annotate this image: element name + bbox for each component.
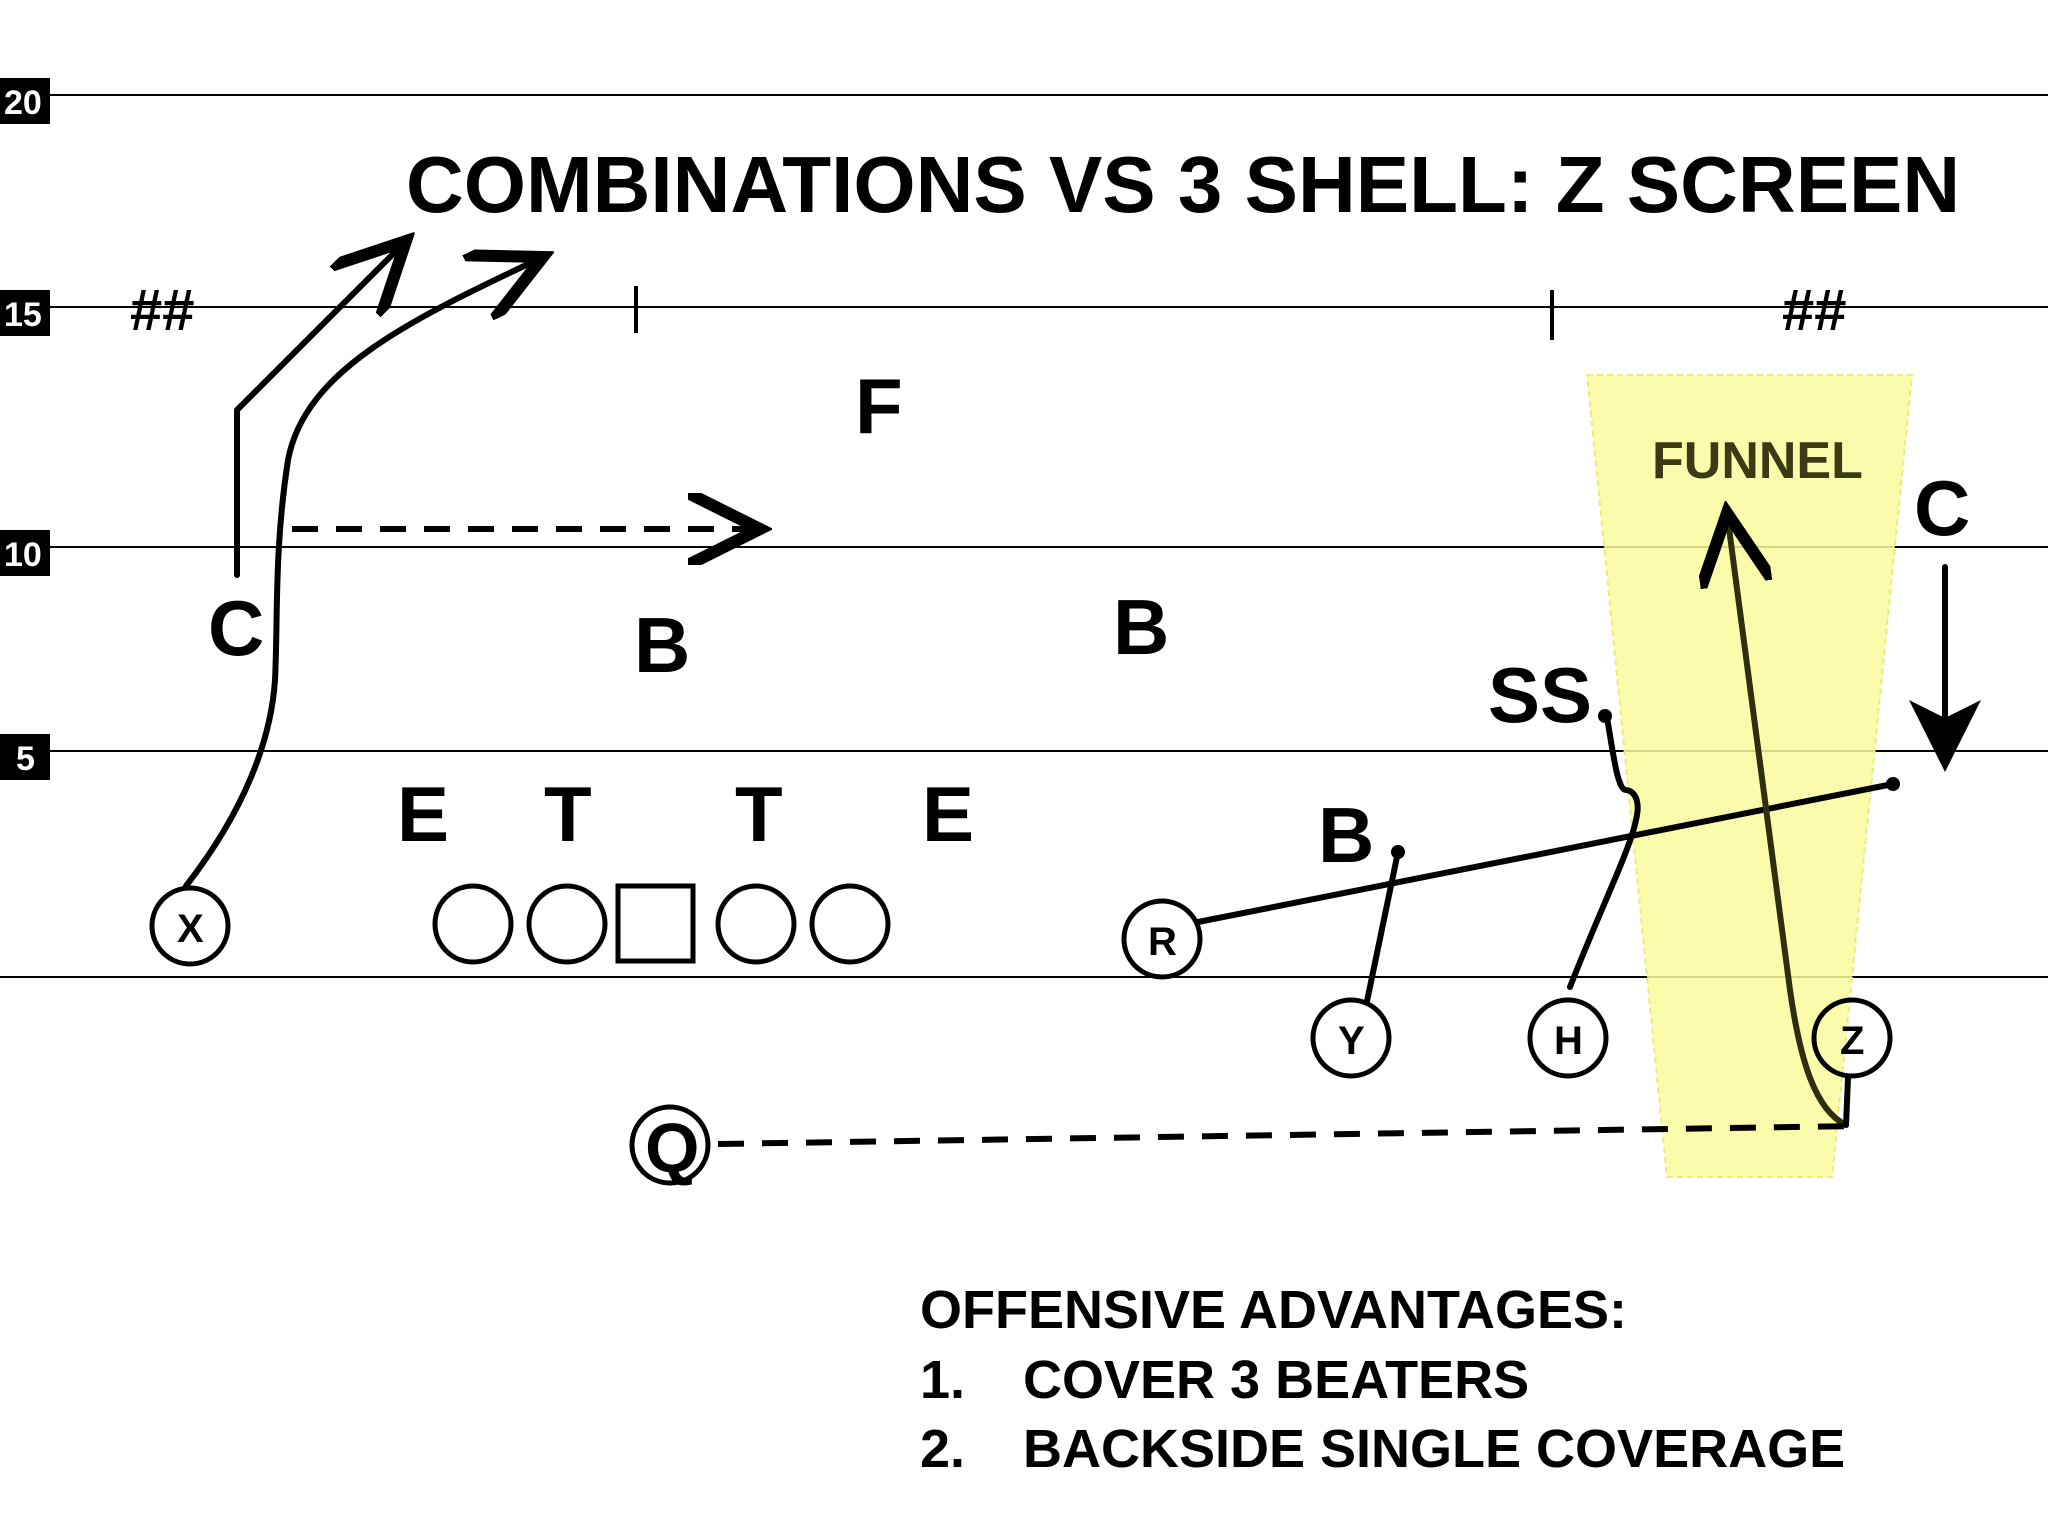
yard-label-15: 15 [4, 296, 42, 334]
ol-right-tackle [809, 883, 891, 965]
y-receiver-route [1363, 849, 1401, 1009]
h-route-end-dot [1598, 709, 1612, 723]
player-q-label: Q [645, 1109, 699, 1187]
z-receiver-route [1727, 513, 1849, 1128]
defender-strong-safety: SS [1488, 651, 1592, 739]
diagram-title: COMBINATIONS VS 3 SHELL: Z SCREEN [406, 140, 1960, 229]
player-r-circle [1121, 898, 1203, 980]
defender-tackle-left: T [544, 770, 592, 858]
yard-label-box-5 [0, 734, 50, 780]
defender-tackle-right: T [735, 770, 783, 858]
r-receiver-route [1195, 781, 1896, 925]
notes-item-1-number: 1. [920, 1350, 965, 1410]
player-x-circle [149, 885, 231, 967]
routes [183, 241, 1981, 1147]
skill-players: X R Y H Z Q [149, 885, 1893, 1187]
y-route-end-dot [1391, 845, 1405, 859]
notes-item-2-text: BACKSIDE SINGLE COVERAGE [1023, 1419, 1845, 1479]
notes-item-1-text: COVER 3 BEATERS [1023, 1350, 1529, 1410]
notes-item-2-number: 2. [920, 1419, 965, 1479]
hash-label-left: ## [130, 278, 195, 343]
player-h-label: H [1554, 1019, 1583, 1063]
player-q-circle [629, 1104, 711, 1186]
notes-heading: OFFENSIVE ADVANTAGES: [920, 1280, 1627, 1340]
defender-end-left: E [397, 770, 449, 858]
yard-label-box-20 [0, 78, 50, 124]
ol-left-guard [526, 883, 608, 965]
h-receiver-route [1567, 714, 1641, 990]
yard-label-10: 10 [4, 536, 42, 574]
r-route-end-dot [1886, 777, 1900, 791]
offensive-line [432, 883, 891, 965]
ol-right-guard [715, 883, 797, 965]
hash-label-right: ## [1782, 278, 1847, 343]
defender-corner-left: C [208, 584, 264, 672]
yard-label-box-15 [0, 290, 50, 336]
defender-backer-1: B [634, 601, 690, 689]
player-y-label: Y [1338, 1019, 1365, 1063]
defense: C F B B B SS C E T T E [208, 362, 1970, 879]
z-stem [1843, 1075, 1851, 1128]
funnel-zone [1585, 374, 1914, 1178]
yard-labels: 20 15 10 5 [0, 78, 50, 780]
player-h-circle [1527, 997, 1609, 1079]
ol-left-tackle [432, 883, 514, 965]
defender-backer-2: B [1113, 583, 1169, 671]
player-z-circle [1811, 997, 1893, 1079]
defender-free-safety: F [855, 362, 903, 450]
notes: OFFENSIVE ADVANTAGES: 1. COVER 3 BEATERS… [920, 1280, 1845, 1479]
yard-label-20: 20 [4, 84, 42, 122]
yard-label-5: 5 [16, 740, 35, 778]
x-receiver-route [183, 257, 543, 889]
player-z-label: Z [1840, 1019, 1864, 1063]
corner-left-route [234, 241, 406, 578]
player-r-label: R [1148, 920, 1177, 964]
funnel-label: FUNNEL [1652, 432, 1863, 490]
defender-corner-right: C [1914, 464, 1970, 552]
yard-label-box-10 [0, 530, 50, 576]
player-y-circle [1310, 997, 1392, 1079]
player-x-label: X [177, 907, 204, 951]
defender-backer-3: B [1318, 791, 1374, 879]
ol-center [615, 883, 696, 964]
q-pass-dashed [717, 1123, 1857, 1147]
defender-end-right: E [922, 770, 974, 858]
